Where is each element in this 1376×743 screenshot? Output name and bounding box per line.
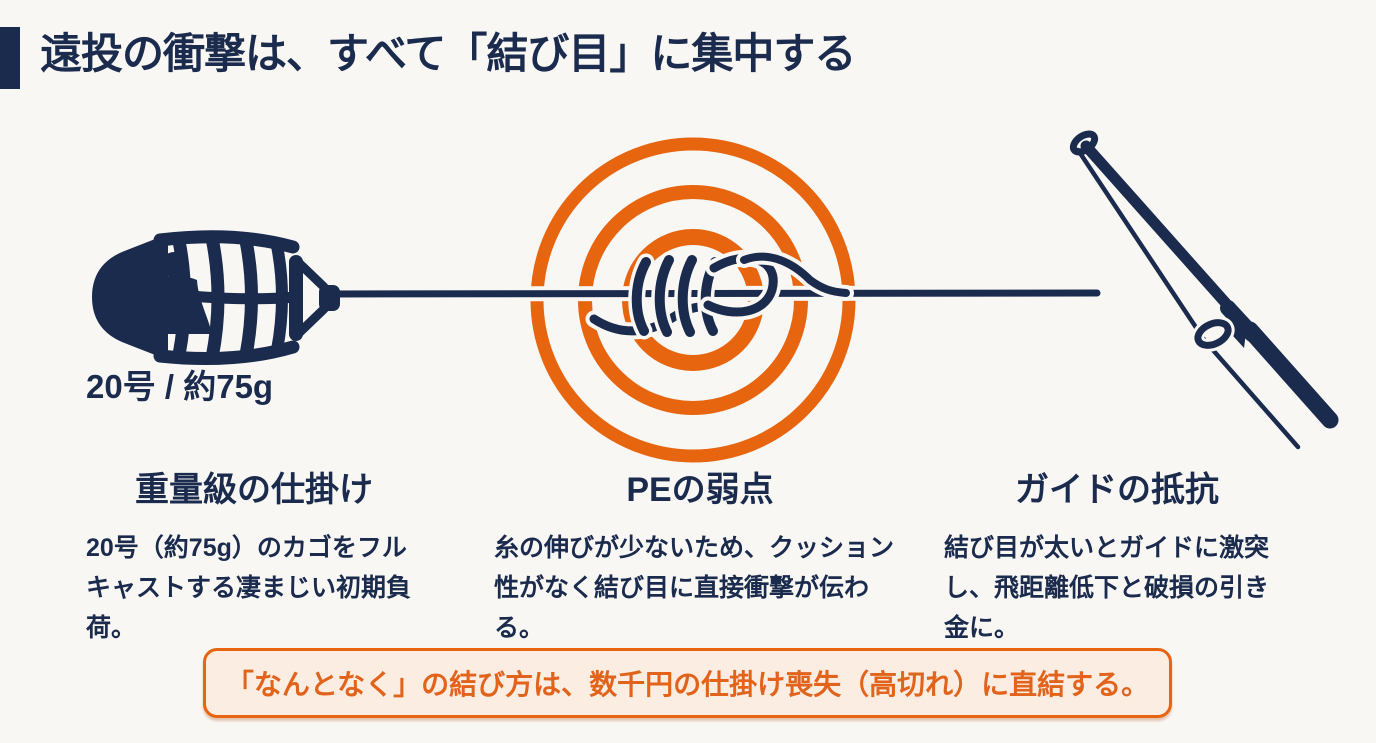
title-accent-bar: [0, 27, 20, 89]
column-body: 糸の伸びが少ないため、クッション性がなく結び目に直接衝撃が伝わる。: [494, 534, 895, 642]
cage-with-weight-icon: [92, 230, 340, 366]
warning-callout-box: 「なんとなく」の結び方は、数千円の仕掛け喪失（高切れ）に直結する。: [203, 648, 1172, 718]
column-heading: 重量級の仕掛け: [135, 471, 373, 509]
column-body: 結び目が太いとガイドに激突し、飛距離低下と破損の引き金に。: [944, 534, 1270, 642]
column-heading: PEの弱点: [626, 471, 774, 509]
column-heading: ガイドの抵抗: [1015, 471, 1219, 509]
column-heavy-rig: 重量級の仕掛け 20号（約75g）のカゴをフルキャストする凄まじい初期負荷。: [86, 468, 422, 648]
rod-tip-with-guides-icon: [1069, 130, 1339, 450]
warning-callout-text: 「なんとなく」の結び方は、数千円の仕掛け喪失（高切れ）に直結する。: [225, 669, 1150, 700]
weight-label: 20号 / 約75g: [86, 368, 274, 405]
column-body: 20号（約75g）のカゴをフルキャストする凄まじい初期負荷。: [86, 534, 412, 642]
column-pe-weakness: PEの弱点 糸の伸びが少ないため、クッション性がなく結び目に直接衝撃が伝わる。: [494, 468, 906, 648]
page-title: 遠投の衝撃は、すべて「結び目」に集中する: [40, 30, 856, 77]
column-guide-resistance: ガイドの抵抗 結び目が太いとガイドに激突し、飛距離低下と破損の引き金に。: [944, 468, 1290, 648]
knot-icon: [585, 248, 854, 341]
